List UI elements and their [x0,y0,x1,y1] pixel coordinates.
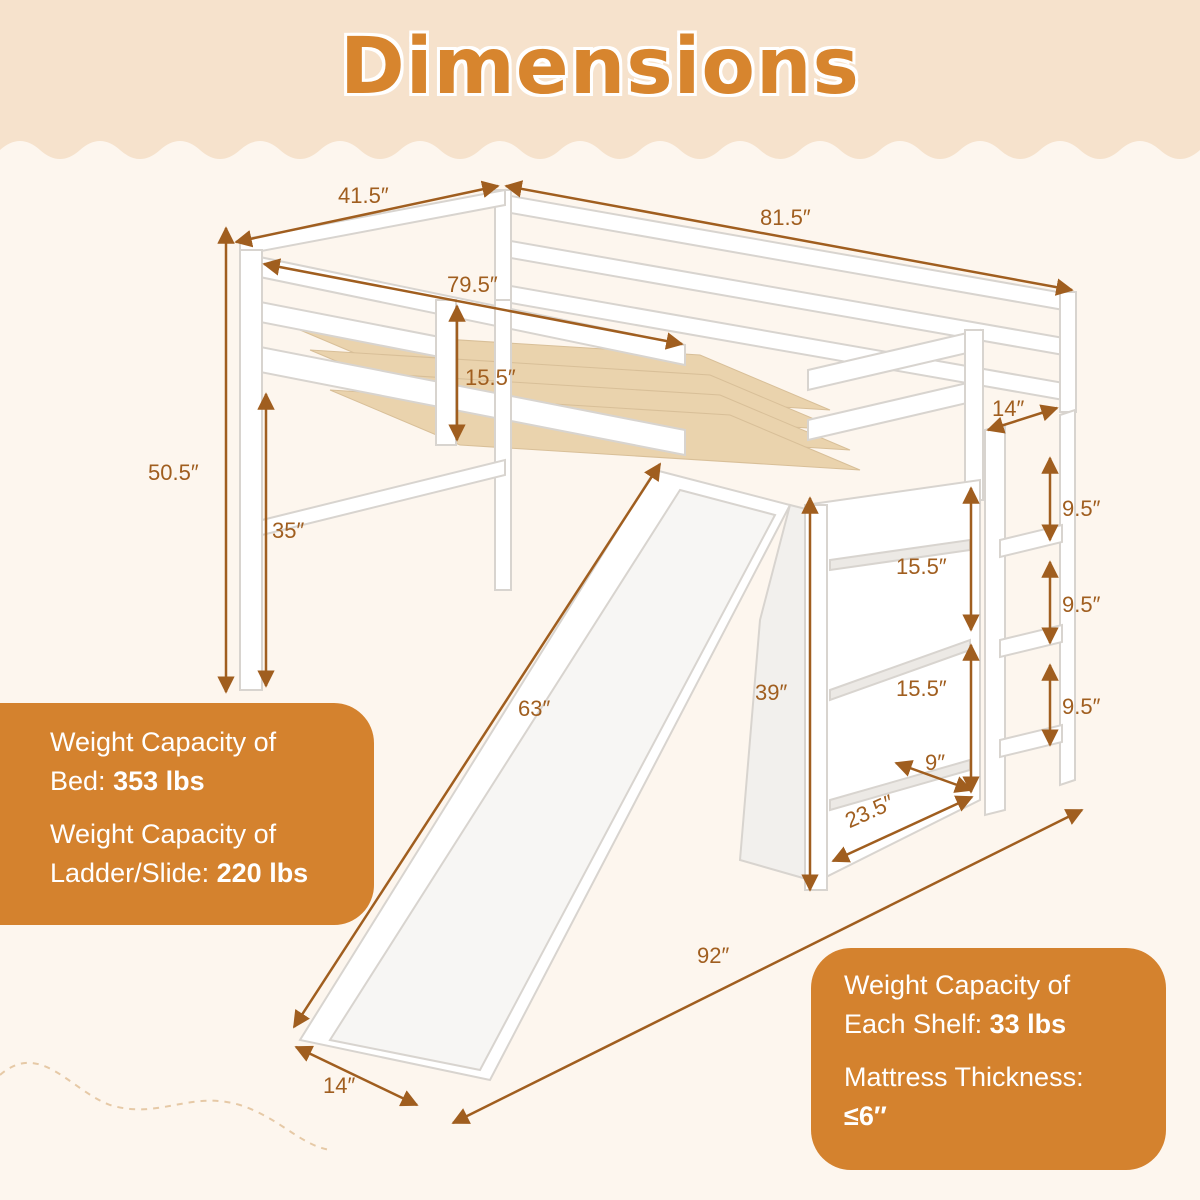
decorative-dashed-swirl [0,1061,331,1151]
dim-line-total-length [451,808,1084,1125]
label-width-top: 41.5″ [338,183,389,208]
bed-capacity-label-line1: Weight Capacity of [50,727,277,757]
label-guardrail-height: 15.5″ [465,365,516,390]
dim-line-slide-length [292,462,662,1029]
guard-rail-slide-side-2 [807,378,981,442]
back-post-right [1059,291,1077,413]
label-step-1: 9.5″ [1062,496,1101,521]
ladder-capacity-value: 220 lbs [216,858,309,889]
ladder-capacity-text: Weight Capacity of Ladder/Slide: 220 lbs [50,815,354,893]
bed-capacity-text: Weight Capacity of Bed: 353 lbs [50,723,354,801]
front-left-leg [239,249,263,691]
label-step-2: 9.5″ [1062,592,1101,617]
ladder-rung-2 [999,623,1063,659]
label-under-bed-clearance: 35″ [272,518,305,543]
front-middle-post [435,299,457,446]
shelf-capacity-label-line2: Each Shelf: [844,1009,983,1040]
label-shelf-depth: 9″ [925,750,946,775]
dim-line-slide-width [294,1045,419,1107]
mattress-thickness-label: Mattress Thickness: [844,1062,1084,1093]
label-slide-width: 14″ [323,1073,356,1098]
shelf-unit [803,478,981,882]
mattress-thickness-text: Mattress Thickness: ≤6″ [844,1058,1150,1136]
label-total-length: 92″ [697,943,730,968]
shelf-capacity-value: 33 lbs [989,1009,1067,1040]
header-wave-band [0,0,1200,159]
label-length-inner: 79.5″ [447,272,498,297]
bed-slats [299,329,861,471]
label-total-height: 50.5″ [148,460,199,485]
label-step-3: 9.5″ [1062,694,1101,719]
dim-line-length-outer [504,180,1074,296]
bed-capacity-label-line2: Bed: [50,766,106,797]
ladder-side-right [1059,408,1076,787]
mattress-thickness-value: ≤6″ [844,1101,887,1132]
ladder-capacity-label-line1: Weight Capacity of [50,819,277,850]
label-shelf-1-height: 15.5″ [896,554,947,579]
bed-frame [239,188,1077,1082]
ladder-capacity-label-line2: Ladder/Slide: [50,858,210,889]
bed-capacity-value: 353 lbs [113,766,205,797]
label-slide-length: 63″ [518,696,551,721]
capacity-card-shelf-mattress: Weight Capacity of Each Shelf: 33 lbs Ma… [811,948,1166,1170]
guard-post [964,329,984,501]
shelf-post-front [804,504,828,891]
label-shelf-2-height: 15.5″ [896,676,947,701]
label-storage-height: 39″ [755,680,788,705]
dim-line-width-top [234,180,500,248]
ladder-rung-3 [999,723,1063,759]
dim-line-shelf-depth [894,760,973,793]
dimension-lines [217,180,1084,1125]
ladder-rung-1 [999,523,1063,559]
label-length-outer: 81.5″ [760,205,811,230]
shelf-capacity-label-line1: Weight Capacity of [844,970,1071,1000]
page-title: Dimensions [340,22,860,112]
dim-line-ladder-width [986,404,1059,434]
slide-chute [328,488,777,1072]
back-inner-leg [494,299,512,591]
shelf-capacity-text: Weight Capacity of Each Shelf: 33 lbs [844,966,1150,1044]
label-ladder-width: 14″ [992,396,1025,421]
dim-line-length-inner [262,258,684,350]
capacity-card-bed-ladder: Weight Capacity of Bed: 353 lbs Weight C… [0,703,374,925]
